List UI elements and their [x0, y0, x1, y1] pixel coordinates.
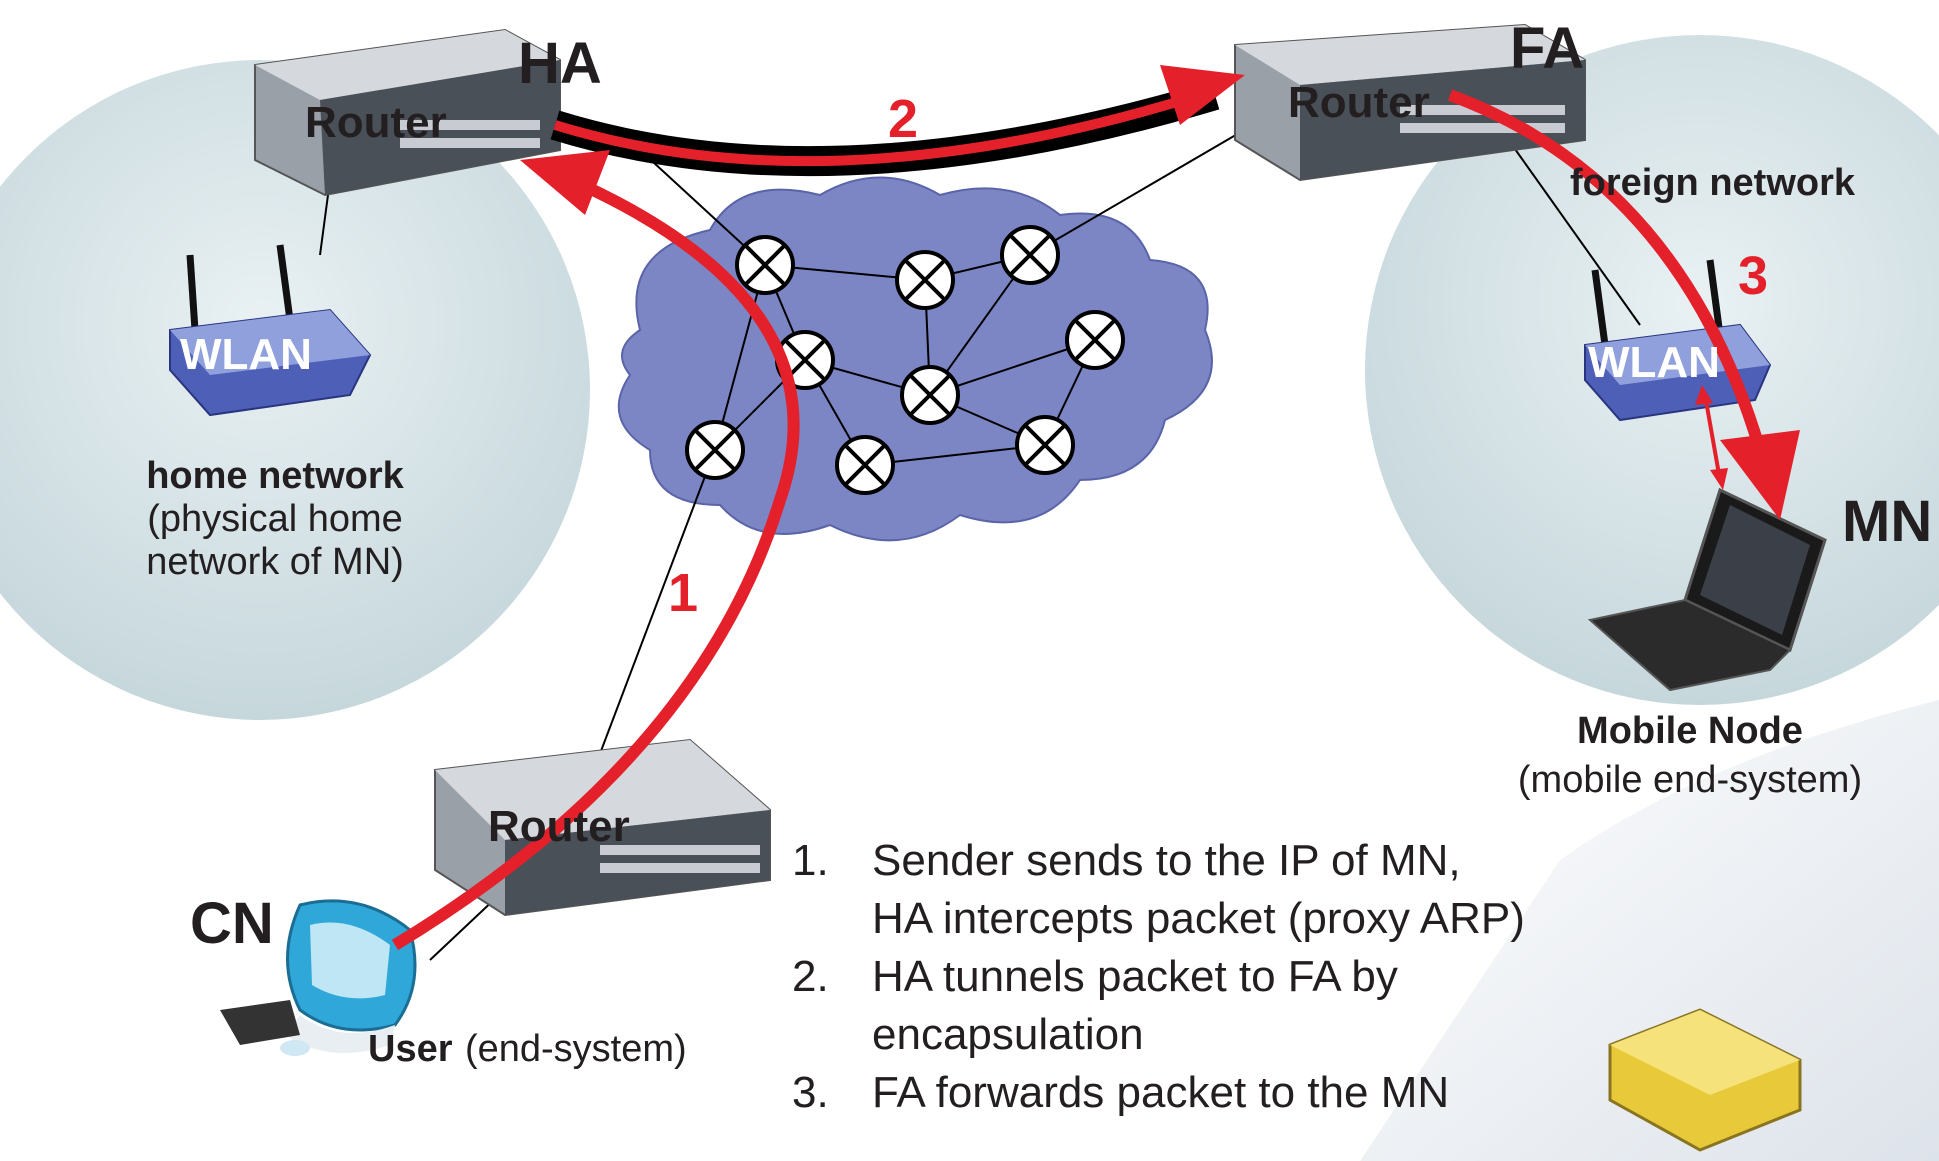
ha-router-icon — [254, 28, 561, 197]
mobile-node-caption: Mobile Node (mobile end-system) — [1490, 710, 1890, 802]
arrow-2-label: 2 — [888, 89, 919, 149]
step-line: HA intercepts packet (proxy ARP) — [872, 894, 1525, 943]
ha-label: HA — [518, 31, 602, 96]
step-number: 1. — [792, 836, 829, 885]
mobile-node-sub: (mobile end-system) — [1517, 759, 1863, 801]
step-item: 2. HA tunnels packet to FA by encapsulat… — [792, 948, 1525, 1064]
arrow-2 — [553, 90, 1202, 167]
internet-cloud — [617, 176, 1213, 542]
cn-label: CN — [190, 891, 274, 956]
snow-background — [1360, 700, 1939, 1161]
arrow-2-head — [1160, 65, 1245, 125]
ha-router-label: Router — [305, 98, 447, 147]
user-caption: User (end-system) — [368, 1028, 687, 1071]
cloud-node-icon — [1065, 310, 1125, 370]
home-network-sub2: network of MN) — [146, 541, 404, 583]
mobile-node-title: Mobile Node — [1577, 710, 1803, 752]
step-item: 3. FA forwards packet to the MN — [792, 1064, 1525, 1122]
steps-list: 1. Sender sends to the IP of MN, HA inte… — [792, 832, 1525, 1122]
cloud-node-icon — [895, 250, 955, 310]
cloud-node-icon — [1015, 415, 1075, 475]
step-line: HA tunnels packet to FA by — [872, 952, 1398, 1001]
cloud-nodes — [685, 225, 1125, 495]
foreign-network-title: foreign network — [1570, 162, 1856, 204]
step-number: 3. — [792, 1068, 829, 1117]
cloud-node-icon — [1000, 225, 1060, 285]
user-computer-icon — [220, 899, 417, 1056]
step-number: 2. — [792, 952, 829, 1001]
step-item: 1. Sender sends to the IP of MN, HA inte… — [792, 832, 1525, 948]
home-wlan-label: WLAN — [180, 330, 312, 379]
arrow-3-label: 3 — [1738, 246, 1769, 306]
step-line: encapsulation — [872, 1010, 1144, 1059]
cn-router-label: Router — [488, 802, 630, 851]
home-network-title: home network — [146, 455, 404, 497]
foreign-wlan-label: WLAN — [1588, 338, 1720, 387]
user-title: User — [368, 1028, 453, 1070]
wireless-link-icon — [1695, 385, 1728, 490]
gadget-icon — [1608, 1008, 1802, 1152]
arrow-1-head — [520, 150, 610, 215]
arrow-3-head — [1720, 430, 1800, 520]
arrow-1-label: 1 — [668, 563, 699, 623]
user-sub: (end-system) — [464, 1028, 687, 1070]
home-wlan-icon — [169, 244, 372, 417]
home-network-sub1: (physical home — [147, 498, 403, 540]
cloud-node-icon — [900, 365, 960, 425]
fa-label: FA — [1510, 16, 1585, 81]
mn-label: MN — [1842, 489, 1933, 554]
cloud-node-icon — [685, 420, 745, 480]
cloud-node-icon — [835, 435, 895, 495]
step-line: Sender sends to the IP of MN, — [872, 836, 1461, 885]
cloud-node-icon — [735, 235, 795, 295]
fa-router-label: Router — [1288, 78, 1430, 127]
step-line: FA forwards packet to the MN — [872, 1068, 1450, 1117]
arrow-1 — [391, 169, 800, 951]
home-network-caption: home network (physical home network of M… — [125, 455, 425, 584]
fa-router-icon — [1234, 23, 1586, 182]
laptop-icon — [1587, 487, 1827, 692]
arrow-3 — [1447, 89, 1766, 452]
